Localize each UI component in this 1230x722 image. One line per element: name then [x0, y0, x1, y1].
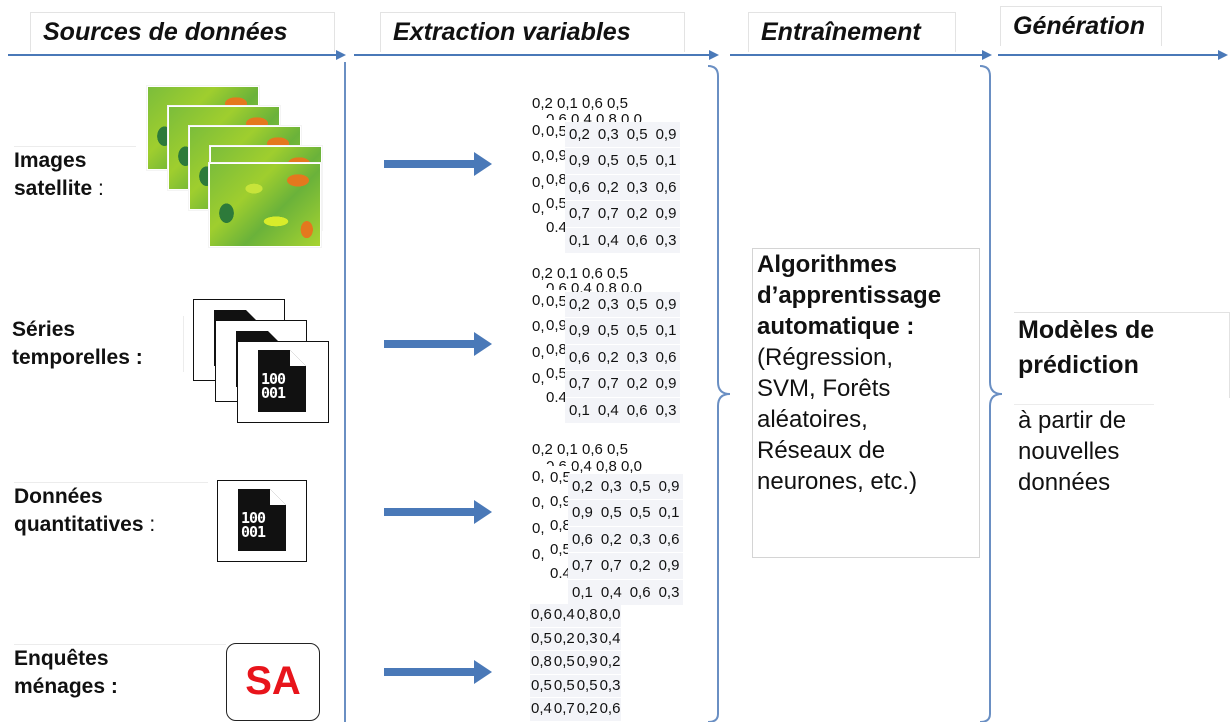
source-label-surveys: Enquêtes ménages :: [14, 644, 226, 701]
training-algorithms-box: Algorithmes d’apprentissage automatique …: [752, 248, 980, 558]
satellite-image-5: [209, 163, 321, 247]
flow-arrow-quantitative: [384, 500, 492, 524]
header-arrow-extraction: [354, 50, 719, 60]
generation-detail: à partir de nouvelles données: [1014, 404, 1154, 498]
header-arrow-generation: [998, 50, 1228, 60]
flow-arrow-time-series: [384, 332, 492, 356]
header-arrow-sources: [8, 50, 346, 60]
training-detail-line: aléatoires,: [757, 406, 868, 433]
training-title-line: d’apprentissage: [757, 282, 942, 309]
header-arrow-training: [730, 50, 992, 60]
training-title-line: Algorithmes: [757, 251, 898, 278]
bracket-training: [979, 65, 1003, 722]
table-back-row: 0,2 0,1 0,6 0,5: [532, 440, 664, 462]
training-detail-line: Réseaux de: [757, 437, 886, 464]
training-detail-line: neurones, etc.): [757, 468, 918, 495]
header-sources: Sources de données: [30, 12, 335, 52]
source-label-satellite: Images satellite :: [14, 146, 136, 203]
training-detail-line: SVM, Forêts: [757, 375, 891, 402]
training-title-line: automatique :: [757, 313, 915, 340]
table-side-col: 0,0,0,0,: [532, 464, 552, 568]
source-label-time-series: Séries temporelles :: [12, 316, 184, 372]
bracket-extraction: [707, 65, 731, 722]
flow-arrow-surveys: [384, 660, 492, 684]
flow-arrow-satellite: [384, 152, 492, 176]
training-detail-line: (Régression,: [757, 344, 894, 371]
survey-badge-icon: SA: [226, 643, 320, 721]
table-back-row: 0,6 0,4 0,8 0,0: [546, 279, 678, 295]
header-training: Entraînement: [748, 12, 956, 52]
header-extraction: Extraction variables: [380, 12, 685, 52]
generation-title: Modèles de prédiction: [1014, 312, 1230, 398]
header-generation: Génération: [1000, 6, 1162, 46]
column-divider-1: [344, 62, 346, 722]
source-label-quantitative: Données quantitatives :: [14, 482, 208, 539]
